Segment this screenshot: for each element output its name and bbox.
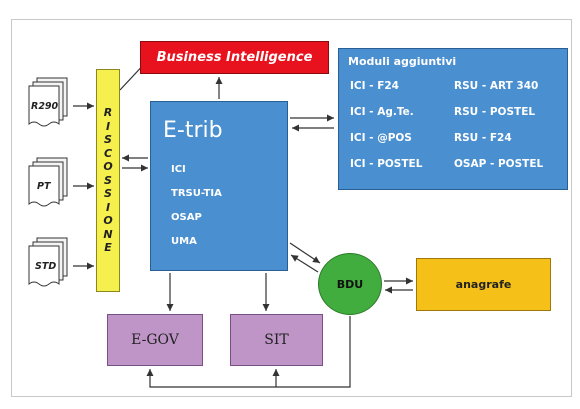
riscossione-letter: S bbox=[104, 133, 112, 147]
riscossione-letter: E bbox=[104, 241, 112, 255]
document-pt-label: PT bbox=[37, 181, 51, 192]
etrib-item-osap: OSAP bbox=[171, 212, 202, 223]
moduli-row: ICI - POSTEL OSAP - POSTEL bbox=[350, 158, 543, 184]
riscossione-bar: R I S C O S S I O N E bbox=[96, 69, 120, 292]
riscossione-letter: S bbox=[104, 187, 112, 201]
moduli-item: ICI - POSTEL bbox=[350, 158, 423, 170]
moduli-item: RSU - ART 340 bbox=[454, 80, 539, 92]
bdu-egov-loop bbox=[146, 316, 351, 388]
etrib-item-ici: ICI bbox=[171, 164, 186, 175]
etrib-bdu-arrow bbox=[289, 242, 321, 264]
moduli-item: RSU - F24 bbox=[454, 132, 512, 144]
riscossione-letter: C bbox=[103, 146, 113, 160]
moduli-row: ICI - @POS RSU - F24 bbox=[350, 132, 543, 158]
document-pt-icon bbox=[28, 157, 68, 207]
riscossione-letter: I bbox=[105, 119, 111, 133]
moduli-item: ICI - Ag.Te. bbox=[350, 106, 414, 118]
business-intelligence-box: Business Intelligence bbox=[140, 41, 329, 74]
egov-box: E-GOV bbox=[107, 314, 203, 366]
etrib-title: E-trib bbox=[163, 118, 223, 143]
etrib-item-trsu-tia: TRSU-TIA bbox=[171, 188, 222, 199]
riscossione-letter: N bbox=[103, 227, 113, 241]
riscossione-letter: S bbox=[104, 173, 112, 187]
moduli-aggiuntivi-box: Moduli aggiuntivi ICI - F24 RSU - ART 34… bbox=[338, 48, 568, 190]
etrib-item-uma: UMA bbox=[171, 236, 197, 247]
diagram-frame bbox=[11, 19, 572, 397]
moduli-row: ICI - Ag.Te. RSU - POSTEL bbox=[350, 106, 543, 132]
moduli-item: RSU - POSTEL bbox=[454, 106, 536, 118]
sit-box: SIT bbox=[230, 314, 323, 366]
document-std-icon bbox=[28, 237, 68, 287]
moduli-item: ICI - @POS bbox=[350, 132, 412, 144]
bdu-circle: BDU bbox=[318, 253, 382, 315]
moduli-title: Moduli aggiuntivi bbox=[348, 55, 457, 68]
riscossione-letter: I bbox=[105, 200, 111, 214]
etrib-items: ICI TRSU-TIA OSAP UMA bbox=[171, 158, 222, 254]
moduli-item: OSAP - POSTEL bbox=[454, 158, 544, 170]
riscossione-letter: R bbox=[103, 106, 113, 120]
bdu-etrib-arrow bbox=[290, 254, 319, 273]
anagrafe-box: anagrafe bbox=[416, 258, 551, 311]
moduli-grid: ICI - F24 RSU - ART 340 ICI - Ag.Te. RSU… bbox=[350, 80, 543, 184]
moduli-item: ICI - F24 bbox=[350, 80, 399, 92]
riscossione-letter: O bbox=[103, 214, 113, 228]
document-r290-label: R290 bbox=[31, 101, 59, 112]
moduli-row: ICI - F24 RSU - ART 340 bbox=[350, 80, 543, 106]
riscossione-letter: O bbox=[103, 160, 113, 174]
etrib-box: E-trib ICI TRSU-TIA OSAP UMA bbox=[150, 101, 288, 271]
document-std-label: STD bbox=[35, 261, 57, 272]
document-r290-icon bbox=[28, 77, 68, 127]
